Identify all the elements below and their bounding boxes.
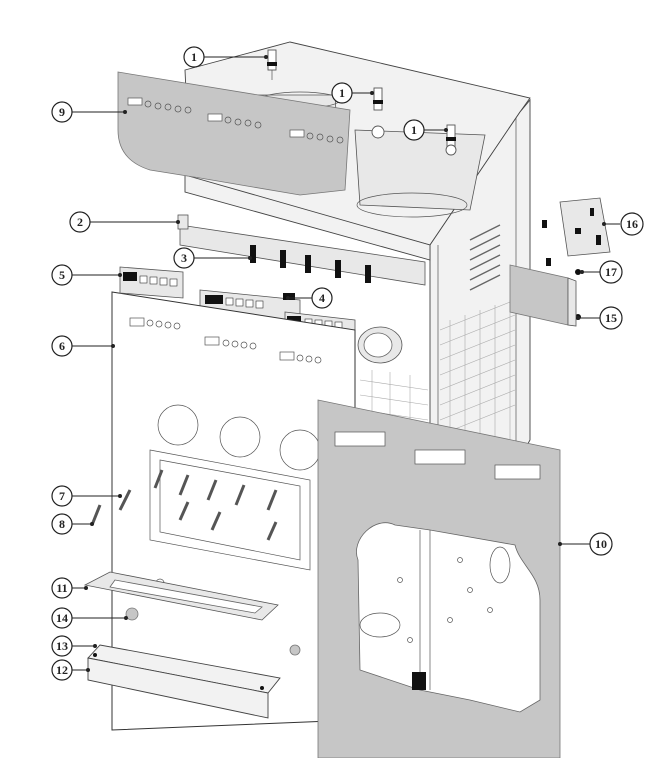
side-panel — [317, 399, 561, 758]
callout-10-label: 10 — [595, 537, 607, 551]
callout-14-label: 14 — [56, 611, 68, 625]
callout-15-label: 15 — [605, 311, 617, 325]
callout-16-label: 16 — [626, 217, 638, 231]
leader-lines — [72, 56, 620, 671]
callout-13: 13 — [51, 635, 73, 657]
callout-3-label: 3 — [181, 251, 187, 265]
callout-8-label: 8 — [59, 517, 65, 531]
callout-1a: 1 — [183, 46, 205, 68]
callout-6: 6 — [51, 335, 73, 357]
callout-12: 12 — [51, 659, 73, 681]
plug-cap — [125, 607, 301, 656]
leader-dots — [84, 55, 606, 672]
callout-13-label: 13 — [56, 639, 68, 653]
valve-top-left — [267, 49, 277, 80]
callout-7-label: 7 — [59, 489, 65, 503]
callout-9: 9 — [51, 101, 73, 123]
control-strip — [119, 266, 184, 299]
electrical-box — [509, 264, 577, 327]
callout-1a-label: 1 — [191, 50, 197, 64]
callout-12-label: 12 — [56, 663, 68, 677]
right-frame-cage — [359, 98, 531, 690]
callout-4-label: 4 — [319, 291, 325, 305]
callout-15: 15 — [599, 306, 623, 330]
tray-box — [87, 644, 281, 719]
callout-1c-label: 1 — [411, 123, 417, 137]
callout-11-label: 11 — [56, 581, 67, 595]
callout-17: 17 — [599, 260, 623, 284]
callout-14: 14 — [51, 607, 73, 629]
callout-2-label: 2 — [77, 215, 83, 229]
callout-8: 8 — [51, 513, 73, 535]
callout-10: 10 — [589, 532, 613, 556]
dispenser-bar — [179, 224, 426, 286]
callout-6-label: 6 — [59, 339, 65, 353]
callout-1b: 1 — [331, 82, 353, 104]
callout-1b-label: 1 — [339, 86, 345, 100]
callout-7: 7 — [51, 485, 73, 507]
callout-2: 2 — [69, 211, 91, 233]
callout-5-label: 5 — [59, 268, 65, 282]
callout-17-label: 17 — [605, 265, 617, 279]
valve-top-right — [445, 124, 457, 156]
callout-9-label: 9 — [59, 105, 65, 119]
drip-tray — [83, 571, 279, 621]
callout-11: 11 — [51, 577, 73, 599]
screws-bolts — [90, 469, 278, 541]
callout-16: 16 — [620, 212, 644, 236]
lid-cover — [117, 71, 351, 196]
control-board — [559, 197, 611, 257]
callout-1c: 1 — [403, 119, 425, 141]
valve-top-center — [371, 87, 385, 139]
callout-5: 5 — [51, 264, 73, 286]
callout-3: 3 — [173, 247, 195, 269]
callout-4: 4 — [311, 287, 333, 309]
